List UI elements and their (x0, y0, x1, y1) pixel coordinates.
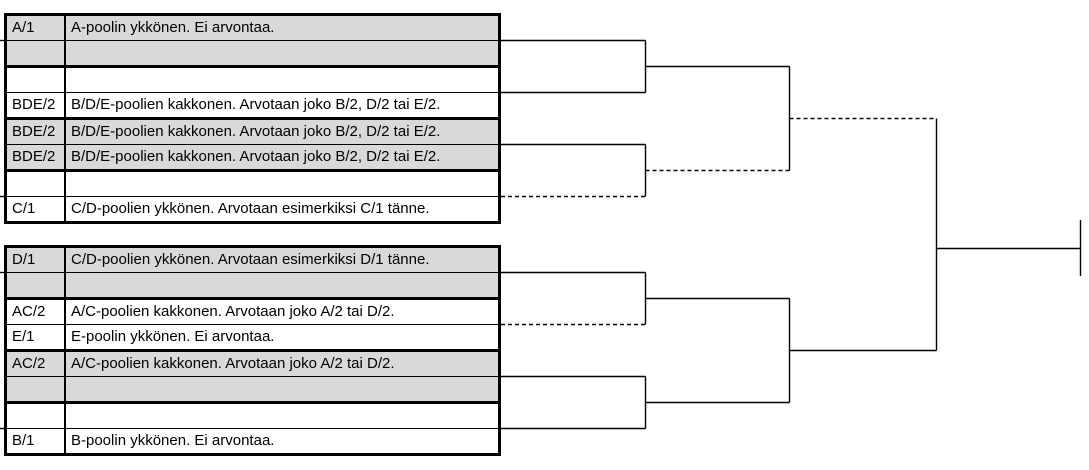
seed-code-cell[interactable]: D/1 (7, 248, 66, 272)
seed-code-cell[interactable] (7, 273, 66, 297)
seed-row[interactable] (7, 68, 498, 92)
lower-slot-b1: B/1 B-poolin ykkönen. Ei arvontaa. (7, 401, 498, 453)
lower-slot-ac2-e1: AC/2 A/C-poolien kakkonen. Arvotaan joko… (7, 297, 498, 349)
seed-row[interactable]: AC/2 A/C-poolien kakkonen. Arvotaan joko… (7, 300, 498, 324)
seed-row[interactable]: B/1 B-poolin ykkönen. Ei arvontaa. (7, 428, 498, 453)
seed-code-cell[interactable]: BDE/2 (7, 145, 66, 169)
upper-seed-table: A/1 A-poolin ykkönen. Ei arvontaa. BDE/2… (4, 13, 501, 224)
seed-code-cell[interactable]: A/1 (7, 16, 66, 40)
seed-desc-cell[interactable] (66, 68, 498, 92)
seed-code-cell[interactable]: B/1 (7, 429, 66, 453)
upper-slot-bde2-pair: BDE/2 B/D/E-poolien kakkonen. Arvotaan j… (7, 117, 498, 169)
seed-row[interactable] (7, 404, 498, 428)
seed-code-cell[interactable] (7, 404, 66, 428)
seed-row[interactable] (7, 172, 498, 196)
seed-row[interactable]: A/1 A-poolin ykkönen. Ei arvontaa. (7, 16, 498, 40)
seed-row[interactable]: BDE/2 B/D/E-poolien kakkonen. Arvotaan j… (7, 144, 498, 169)
seed-row[interactable]: BDE/2 B/D/E-poolien kakkonen. Arvotaan j… (7, 92, 498, 117)
seed-desc-cell[interactable]: A/C-poolien kakkonen. Arvotaan joko A/2 … (71, 355, 395, 372)
lower-seed-table: D/1 C/D-poolien ykkönen. Arvotaan esimer… (4, 245, 501, 456)
seed-desc-cell[interactable]: B/D/E-poolien kakkonen. Arvotaan joko B/… (71, 123, 441, 140)
seed-row[interactable]: D/1 C/D-poolien ykkönen. Arvotaan esimer… (7, 248, 498, 272)
seed-row[interactable]: BDE/2 B/D/E-poolien kakkonen. Arvotaan j… (7, 120, 498, 144)
seed-desc-cell[interactable]: B-poolin ykkönen. Ei arvontaa. (71, 432, 275, 449)
seed-desc-cell[interactable]: E-poolin ykkönen. Ei arvontaa. (71, 328, 275, 345)
seed-row[interactable] (7, 272, 498, 297)
seed-desc-cell[interactable]: A-poolin ykkönen. Ei arvontaa. (71, 19, 275, 36)
seed-desc-cell[interactable] (66, 41, 498, 65)
lower-slot-ac2: AC/2 A/C-poolien kakkonen. Arvotaan joko… (7, 349, 498, 401)
seed-desc-cell[interactable]: A/C-poolien kakkonen. Arvotaan joko A/2 … (71, 303, 395, 320)
seed-row[interactable]: AC/2 A/C-poolien kakkonen. Arvotaan joko… (7, 352, 498, 376)
seed-desc-cell[interactable] (66, 404, 498, 428)
seed-desc-cell[interactable]: B/D/E-poolien kakkonen. Arvotaan joko B/… (71, 96, 441, 113)
seed-desc-cell[interactable]: C/D-poolien ykkönen. Arvotaan esimerkiks… (71, 251, 430, 268)
upper-slot-a1: A/1 A-poolin ykkönen. Ei arvontaa. (7, 16, 498, 65)
upper-slot-bde2: BDE/2 B/D/E-poolien kakkonen. Arvotaan j… (7, 65, 498, 117)
seed-code-cell[interactable]: E/1 (7, 325, 66, 349)
seed-row[interactable]: E/1 E-poolin ykkönen. Ei arvontaa. (7, 324, 498, 349)
seed-code-cell[interactable] (7, 377, 66, 401)
seed-desc-cell[interactable]: B/D/E-poolien kakkonen. Arvotaan joko B/… (71, 148, 441, 165)
upper-slot-c1: C/1 C/D-poolien ykkönen. Arvotaan esimer… (7, 169, 498, 221)
seed-desc-cell[interactable] (66, 273, 498, 297)
seed-code-cell[interactable] (7, 68, 66, 92)
seed-code-cell[interactable]: BDE/2 (7, 93, 66, 117)
seed-code-cell[interactable] (7, 172, 66, 196)
seed-code-cell[interactable] (7, 41, 66, 65)
seed-desc-cell[interactable]: C/D-poolien ykkönen. Arvotaan esimerkiks… (71, 200, 430, 217)
seed-code-cell[interactable]: BDE/2 (7, 120, 66, 144)
seed-row[interactable] (7, 40, 498, 65)
lower-slot-d1: D/1 C/D-poolien ykkönen. Arvotaan esimer… (7, 248, 498, 297)
seed-row[interactable]: C/1 C/D-poolien ykkönen. Arvotaan esimer… (7, 196, 498, 221)
seed-code-cell[interactable]: AC/2 (7, 300, 66, 324)
seed-code-cell[interactable]: C/1 (7, 197, 66, 221)
seed-row[interactable] (7, 376, 498, 401)
seed-desc-cell[interactable] (66, 172, 498, 196)
seed-code-cell[interactable]: AC/2 (7, 352, 66, 376)
seed-desc-cell[interactable] (66, 377, 498, 401)
